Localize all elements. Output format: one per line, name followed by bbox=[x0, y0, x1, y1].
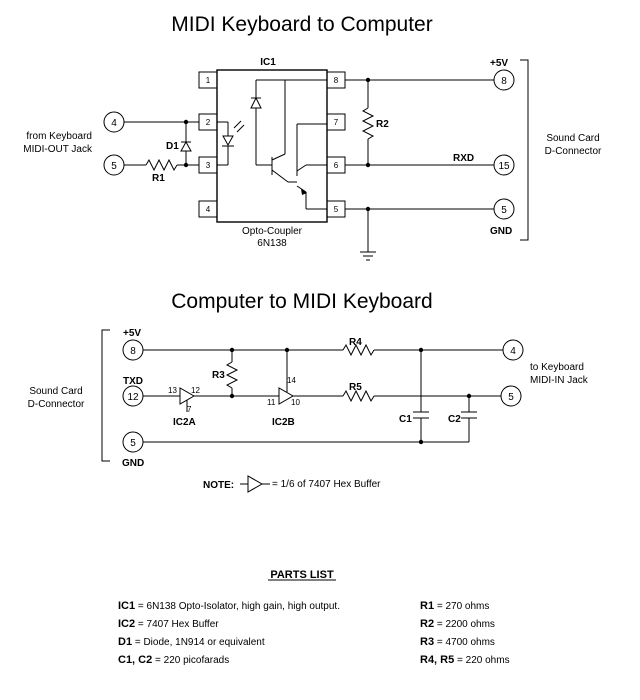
rxd-label: RXD bbox=[453, 153, 474, 164]
ic1-caption-part: 6N138 bbox=[257, 238, 287, 249]
ic1-pin-6-num: 6 bbox=[334, 161, 339, 170]
midi-in-label-line1: to Keyboard bbox=[530, 362, 584, 373]
bottom-soundcard-pin-vcc: 8 bbox=[130, 346, 136, 357]
ic1-pin-1-num: 1 bbox=[206, 76, 211, 85]
ic1-pin-8-num: 8 bbox=[334, 76, 339, 85]
c2-label: C2 bbox=[448, 414, 461, 425]
ic2a-label: IC2A bbox=[173, 417, 196, 428]
top-vcc-label: +5V bbox=[490, 58, 508, 69]
midi-in-pin-a: 4 bbox=[510, 346, 516, 357]
ic1-pin-7 bbox=[326, 113, 346, 131]
ic1-internal-circuit bbox=[217, 79, 327, 210]
parts-list-title: PARTS LIST bbox=[270, 569, 334, 581]
midi-out-label-line1: from Keyboard bbox=[26, 131, 92, 142]
top-title: MIDI Keyboard to Computer bbox=[171, 13, 432, 36]
midi-in-pin-b-circle bbox=[500, 385, 522, 407]
ic1-label: IC1 bbox=[260, 57, 276, 68]
buffer-symbol-icon bbox=[240, 475, 270, 493]
ic1-caption-type: Opto-Coupler bbox=[242, 226, 303, 237]
ic1-pin-3-num: 3 bbox=[206, 161, 211, 170]
parts-list-right-item: R3 = 4700 ohms bbox=[420, 636, 495, 648]
txd-label: TXD bbox=[123, 376, 143, 387]
note-text: = 1/6 of 7407 Hex Buffer bbox=[272, 479, 381, 490]
parts-list-left-item: IC1 = 6N138 Opto-Isolator, high gain, hi… bbox=[118, 600, 340, 612]
parts-list-right-item: R4, R5 = 220 ohms bbox=[420, 654, 510, 666]
midi-out-pin-b: 5 bbox=[111, 161, 117, 172]
bottom-soundcard-label-line1: Sound Card bbox=[29, 386, 82, 397]
top-soundcard-label-line2: D-Connector bbox=[545, 146, 602, 157]
ic2a-pin-out: 12 bbox=[191, 386, 200, 395]
note-label: NOTE: bbox=[203, 480, 234, 491]
bottom-vcc-label: +5V bbox=[123, 328, 141, 339]
midi-out-pin-a: 4 bbox=[111, 118, 117, 129]
parts-list-left-item: IC2 = 7407 Hex Buffer bbox=[118, 618, 219, 630]
soundcard-pin-vcc: 8 bbox=[501, 76, 507, 87]
midi-in-pin-b: 5 bbox=[508, 392, 514, 403]
ic1-pin-4 bbox=[198, 200, 218, 218]
c1-label: C1 bbox=[399, 414, 412, 425]
ic2a-pin-in: 13 bbox=[168, 386, 177, 395]
bottom-soundcard-label-line2: D-Connector bbox=[28, 399, 85, 410]
ic2b-pin-in: 11 bbox=[267, 398, 276, 407]
top-gnd-label: GND bbox=[490, 226, 512, 237]
bottom-title: Computer to MIDI Keyboard bbox=[171, 290, 432, 313]
ic1-pin-7-num: 7 bbox=[334, 118, 339, 127]
parts-list-left-item: C1, C2 = 220 picofarads bbox=[118, 654, 229, 666]
midi-out-label-line2: MIDI-OUT Jack bbox=[23, 144, 93, 155]
top-right-wiring bbox=[345, 77, 494, 261]
ic1-pin-5-num: 5 bbox=[334, 205, 339, 214]
bottom-wiring bbox=[143, 343, 503, 445]
d1-label: D1 bbox=[166, 141, 179, 152]
parts-list-left-item: D1 = Diode, 1N914 or equivalent bbox=[118, 636, 265, 648]
top-connector-bracket bbox=[520, 59, 529, 241]
bottom-soundcard-pin-txd: 12 bbox=[127, 392, 139, 403]
ic1-pin-1 bbox=[198, 71, 218, 89]
ic2b-label: IC2B bbox=[272, 417, 295, 428]
bottom-gnd-label: GND bbox=[122, 458, 144, 469]
ic2b-pin-vcc: 14 bbox=[287, 376, 296, 385]
r1-label: R1 bbox=[152, 173, 165, 184]
r4-label: R4 bbox=[349, 337, 362, 348]
parts-list-right-item: R2 = 2200 ohms bbox=[420, 618, 495, 630]
soundcard-pin-5-circle bbox=[493, 198, 515, 220]
r5-label: R5 bbox=[349, 382, 362, 393]
soundcard-pin-15-circle bbox=[493, 154, 515, 176]
ic2a-pin-gnd: 7 bbox=[187, 405, 192, 414]
ic1-body bbox=[216, 69, 328, 223]
top-left-wiring bbox=[124, 119, 199, 172]
midi-in-label-line2: MIDI-IN Jack bbox=[530, 375, 589, 386]
r3-label: R3 bbox=[212, 370, 225, 381]
soundcard-pin-rxd: 15 bbox=[498, 161, 510, 172]
bottom-connector-bracket bbox=[101, 329, 110, 462]
ic1-pin-4-num: 4 bbox=[206, 205, 211, 214]
midi-in-pin-a-circle bbox=[502, 339, 524, 361]
soundcard-pin-gnd: 5 bbox=[501, 205, 507, 216]
soundcard-pin-8-circle bbox=[493, 69, 515, 91]
ic2b-pin-out: 10 bbox=[291, 398, 300, 407]
ic1-pin-2-num: 2 bbox=[206, 118, 211, 127]
r2-label: R2 bbox=[376, 119, 389, 130]
bottom-soundcard-pin-gnd: 5 bbox=[130, 438, 136, 449]
parts-list-right-item: R1 = 270 ohms bbox=[420, 600, 489, 612]
top-soundcard-label-line1: Sound Card bbox=[546, 133, 599, 144]
